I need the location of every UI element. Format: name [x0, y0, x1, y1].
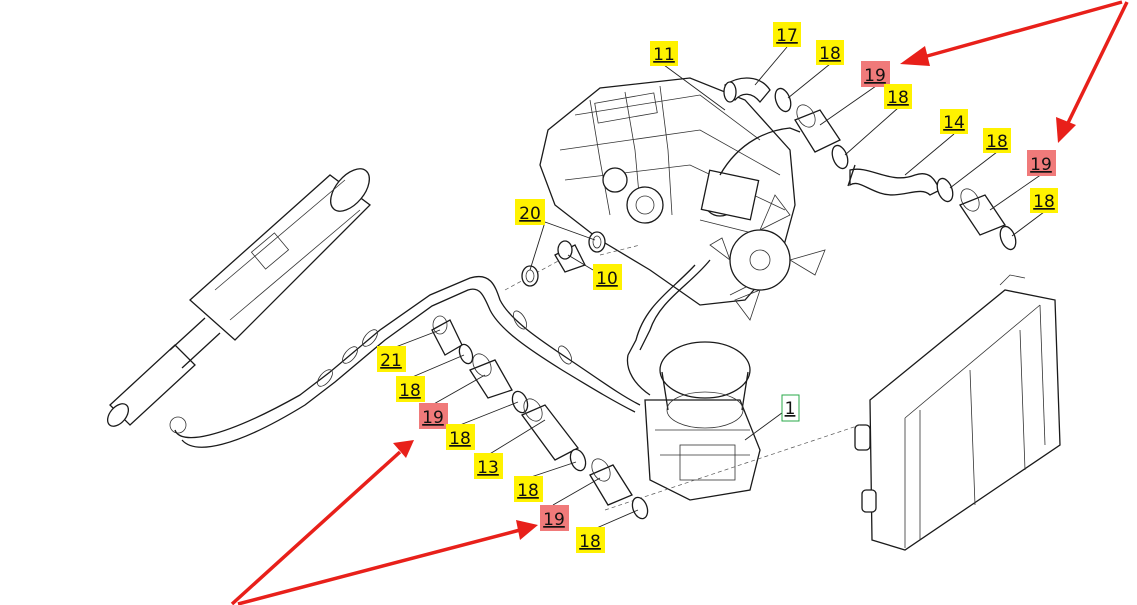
sleeve-19	[469, 353, 513, 399]
callout-box	[884, 84, 912, 109]
callout-number: 21	[380, 351, 402, 371]
callout-17: 17	[773, 22, 801, 47]
clamp	[831, 144, 849, 170]
callout-19: 19	[861, 61, 890, 87]
callout-box	[419, 403, 448, 429]
red-arrows	[230, 0, 1129, 605]
callout-box	[781, 394, 800, 422]
callout-number: 10	[596, 269, 618, 289]
sleeve-19	[794, 104, 841, 153]
clamp	[631, 496, 649, 520]
callout-18: 18	[576, 527, 605, 553]
callout-number: 18	[579, 532, 601, 552]
clamp	[458, 343, 474, 365]
callout-18: 18	[396, 376, 425, 402]
callout-number: 13	[477, 458, 499, 478]
callout-box	[816, 40, 844, 65]
clamp	[569, 448, 587, 472]
callout-number: 18	[399, 381, 421, 401]
callout-box	[576, 527, 605, 553]
air-filter-assembly	[626, 341, 761, 501]
callout-number: 20	[519, 204, 541, 224]
callout-number: 19	[1030, 155, 1052, 175]
callout-box	[1027, 150, 1056, 176]
callout-number: 18	[517, 481, 539, 501]
callout-18: 18	[816, 40, 844, 65]
callout-box	[861, 61, 890, 87]
callout-box	[377, 346, 406, 372]
callout-19: 19	[1027, 150, 1056, 176]
callout-box	[773, 22, 801, 47]
callout-19: 19	[540, 505, 569, 531]
callout-box	[396, 376, 425, 402]
callout-box	[593, 264, 622, 290]
muffler-assembly	[106, 168, 371, 434]
callout-number: 11	[653, 45, 675, 65]
hose-14	[847, 164, 941, 196]
clamp	[936, 177, 954, 203]
callout-18: 18	[514, 476, 543, 502]
clamp	[999, 225, 1017, 251]
engine-assembly	[539, 77, 826, 356]
callout-number: 19	[864, 66, 886, 86]
callout-11: 11	[650, 41, 678, 66]
sleeve-21	[431, 315, 463, 356]
fan	[709, 194, 826, 321]
hose-17	[723, 77, 771, 104]
clamp	[511, 390, 529, 414]
callout-number: 18	[986, 132, 1008, 152]
callout-19: 19	[419, 403, 448, 429]
callout-number: 1	[785, 399, 796, 419]
callout-box	[1030, 188, 1058, 213]
callout-box	[540, 505, 569, 531]
callout-10: 10	[593, 264, 622, 290]
hose-13	[520, 398, 579, 461]
callout-box	[650, 41, 678, 66]
callout-box	[515, 199, 545, 225]
callout-number: 18	[887, 88, 909, 108]
callout-number: 18	[819, 44, 841, 64]
callout-18: 18	[983, 128, 1011, 153]
callout-number: 19	[543, 510, 565, 530]
callout-18: 18	[1030, 188, 1058, 213]
callout-21: 21	[377, 346, 406, 372]
callout-number: 14	[943, 113, 965, 133]
callout-18: 18	[884, 84, 912, 109]
callout-number: 18	[449, 429, 471, 449]
sleeve-19	[959, 188, 1006, 236]
callout-box	[514, 476, 543, 502]
leader-lines	[392, 46, 1045, 531]
exhaust-hose	[174, 275, 641, 439]
callout-number: 17	[776, 26, 798, 46]
callout-box	[940, 109, 968, 134]
callout-1: 1	[781, 394, 800, 422]
callout-box	[474, 453, 503, 479]
callout-box	[983, 128, 1011, 153]
callout-18: 18	[446, 424, 475, 450]
callout-box	[446, 424, 475, 450]
clamp	[774, 87, 792, 113]
callout-14: 14	[940, 109, 968, 134]
callout-13: 13	[474, 453, 503, 479]
callout-20: 20	[515, 199, 545, 225]
sleeve-19	[589, 458, 633, 506]
callout-number: 19	[422, 408, 444, 428]
callout-number: 18	[1033, 192, 1055, 212]
radiator-assembly	[854, 274, 1061, 551]
